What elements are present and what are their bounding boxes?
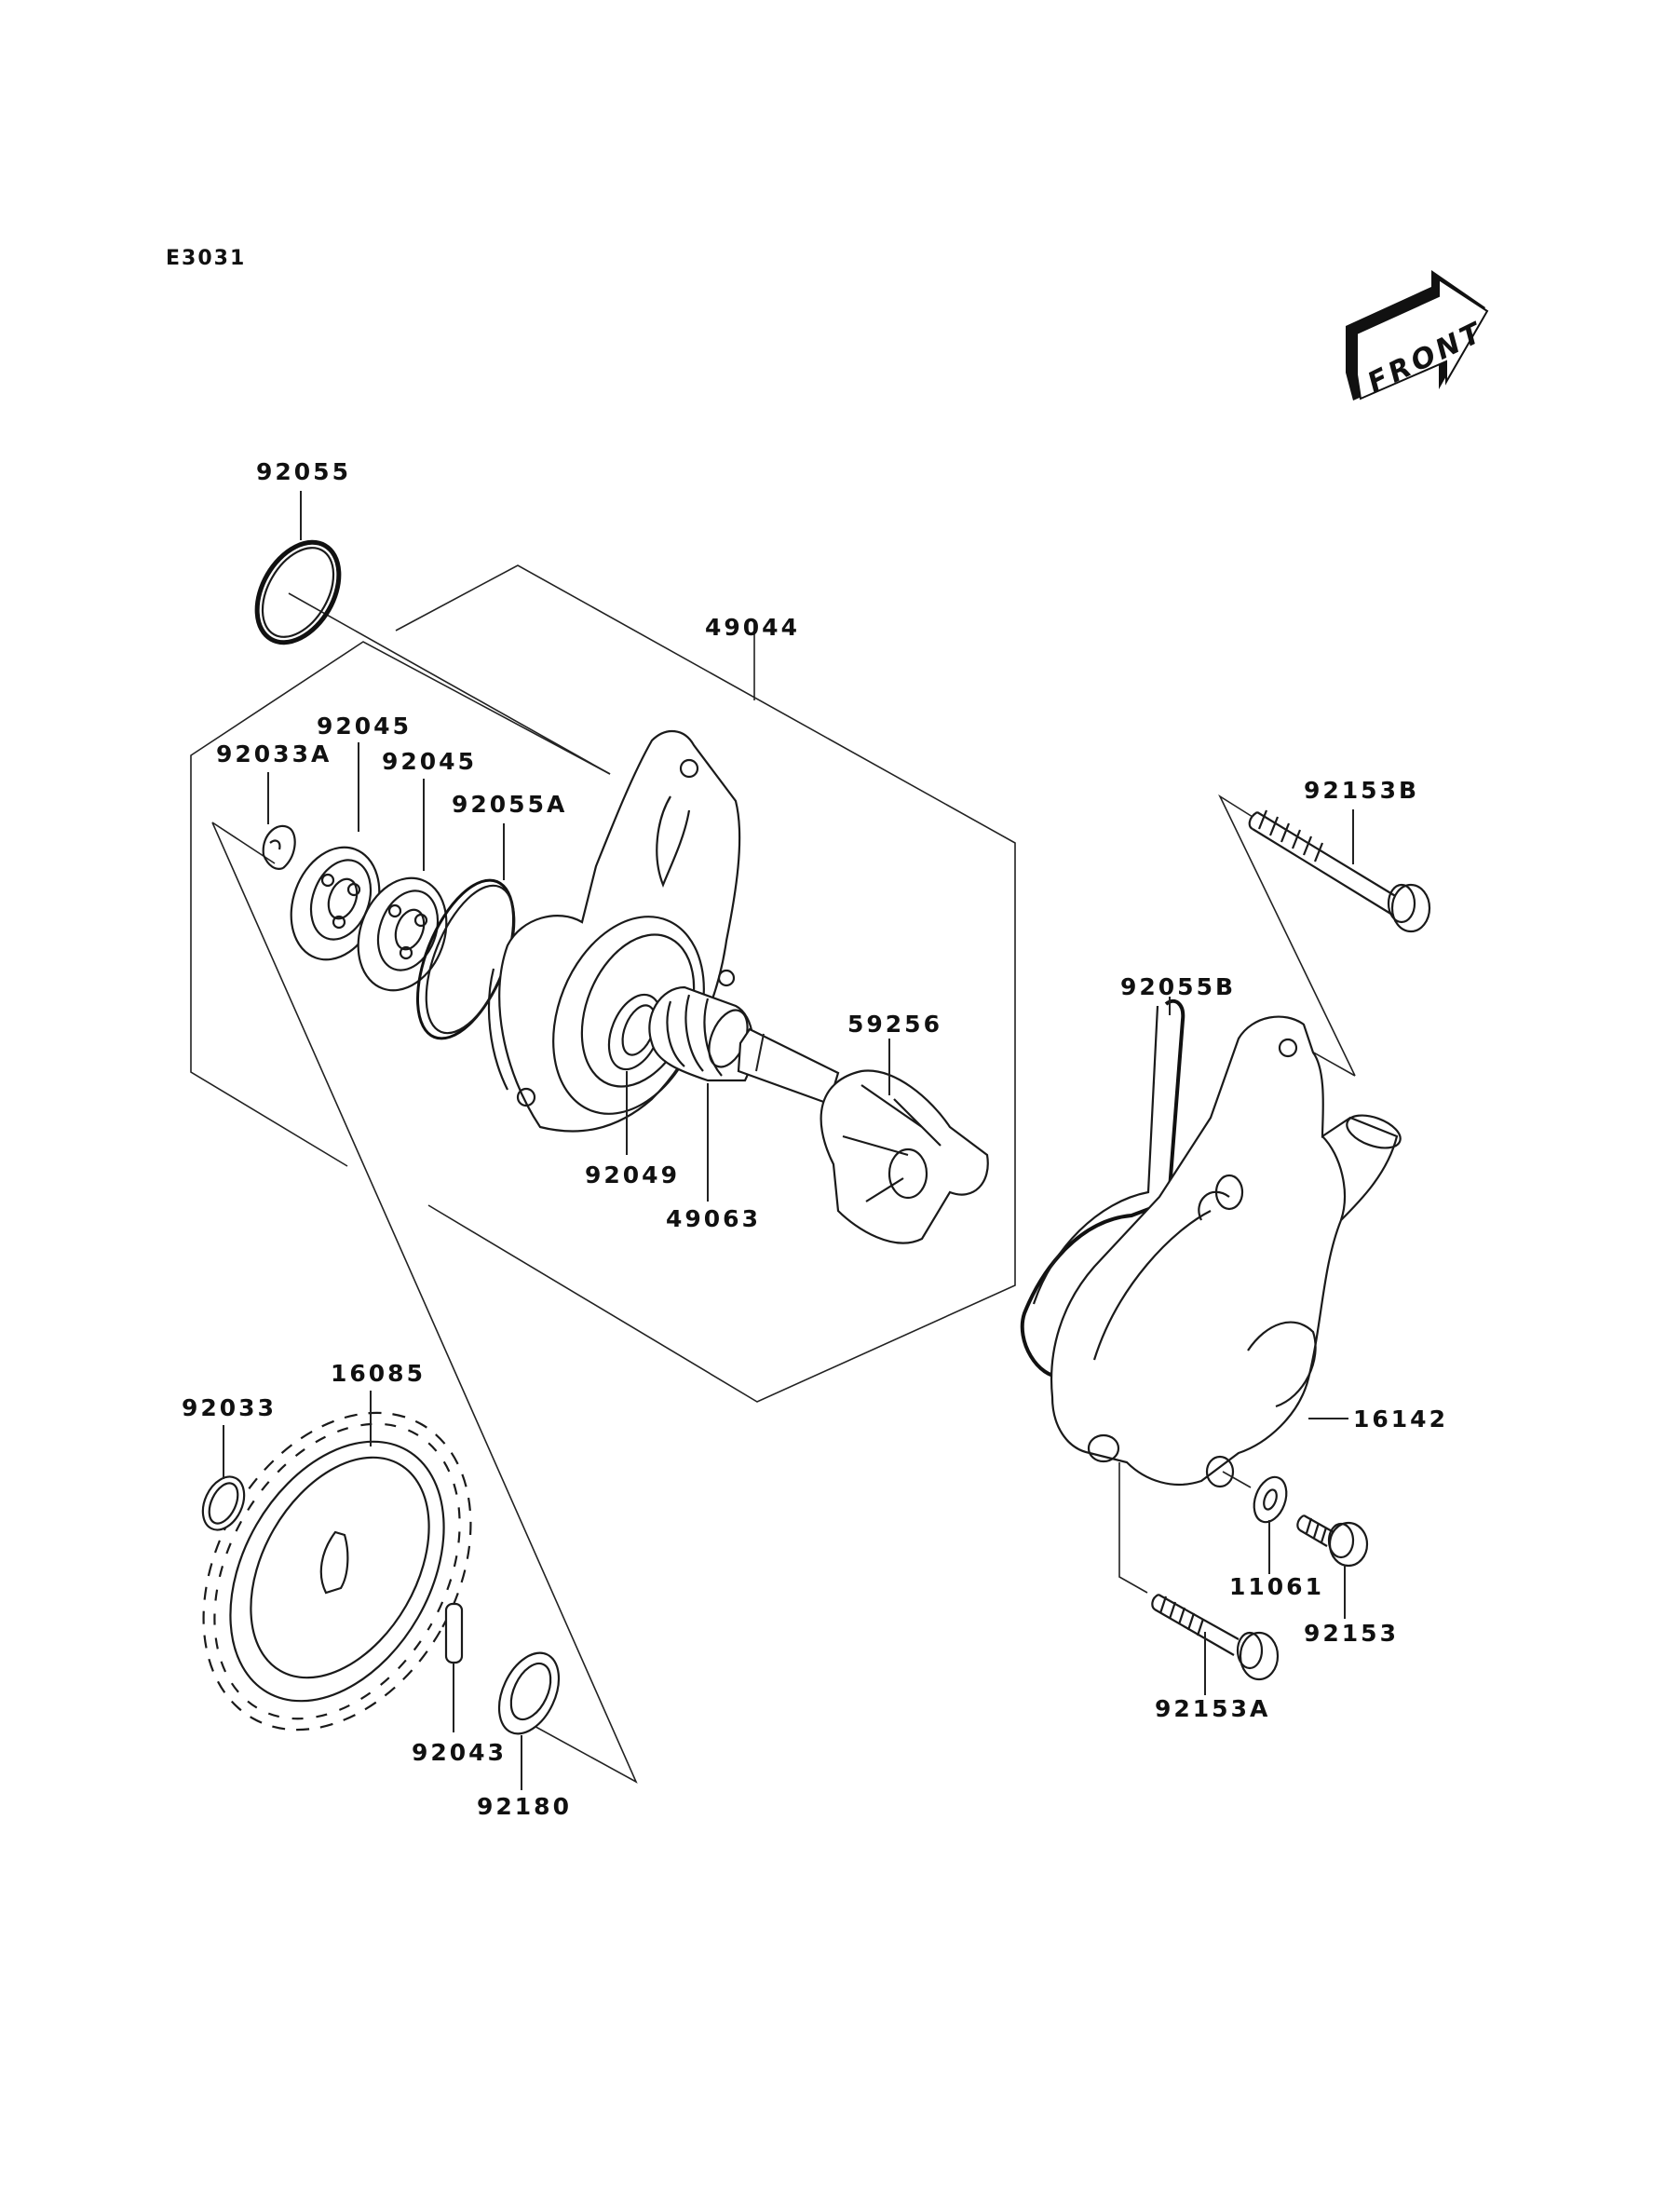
- part-59256-impeller: [820, 1039, 989, 1244]
- part-92153-bolt: [1296, 1514, 1369, 1619]
- label-92180: 92180: [477, 1793, 572, 1820]
- part-49063-mech-seal: [648, 985, 754, 1202]
- label-92033: 92033: [182, 1394, 277, 1421]
- label-92033A: 92033A: [216, 740, 332, 767]
- part-92033-circlip: [201, 1425, 246, 1531]
- label-92045-2: 92045: [382, 748, 477, 775]
- leader-92153B: [1218, 794, 1356, 1077]
- label-49063: 49063: [666, 1205, 761, 1232]
- label-92055B: 92055B: [1120, 973, 1236, 1000]
- label-92153A: 92153A: [1155, 1695, 1270, 1722]
- part-92055-oring: [254, 491, 342, 645]
- part-shaft: [737, 1027, 840, 1106]
- part-92153A-bolt: [1118, 1462, 1280, 1695]
- label-92043: 92043: [412, 1739, 507, 1766]
- label-92153: 92153: [1304, 1620, 1399, 1647]
- label-11061: 11061: [1229, 1573, 1324, 1600]
- part-16085-gear: [202, 1391, 472, 1731]
- label-16142: 16142: [1353, 1406, 1448, 1433]
- label-59256: 59256: [847, 1011, 942, 1038]
- part-92180-shim: [497, 1651, 561, 1790]
- label-92049: 92049: [585, 1161, 680, 1188]
- part-11061-washer: [1222, 1471, 1288, 1574]
- diagram-code: E3031: [166, 247, 246, 270]
- part-92045-bearing-1: [290, 742, 381, 961]
- label-92153B: 92153B: [1304, 777, 1419, 804]
- label-92045-1: 92045: [317, 713, 412, 740]
- label-92055: 92055: [256, 458, 351, 485]
- assembly-outline-49044: [190, 564, 1016, 1403]
- part-92153B-bolt: [1248, 809, 1431, 933]
- label-16085: 16085: [331, 1360, 426, 1387]
- part-92033A-circlip: [262, 772, 296, 870]
- part-92043-pin: [444, 1602, 464, 1732]
- label-49044: 49044: [705, 614, 800, 641]
- front-arrow-icon: FRONT: [1346, 270, 1490, 401]
- label-92055A: 92055A: [452, 791, 567, 818]
- part-16142-pump-cover: [1050, 1015, 1402, 1488]
